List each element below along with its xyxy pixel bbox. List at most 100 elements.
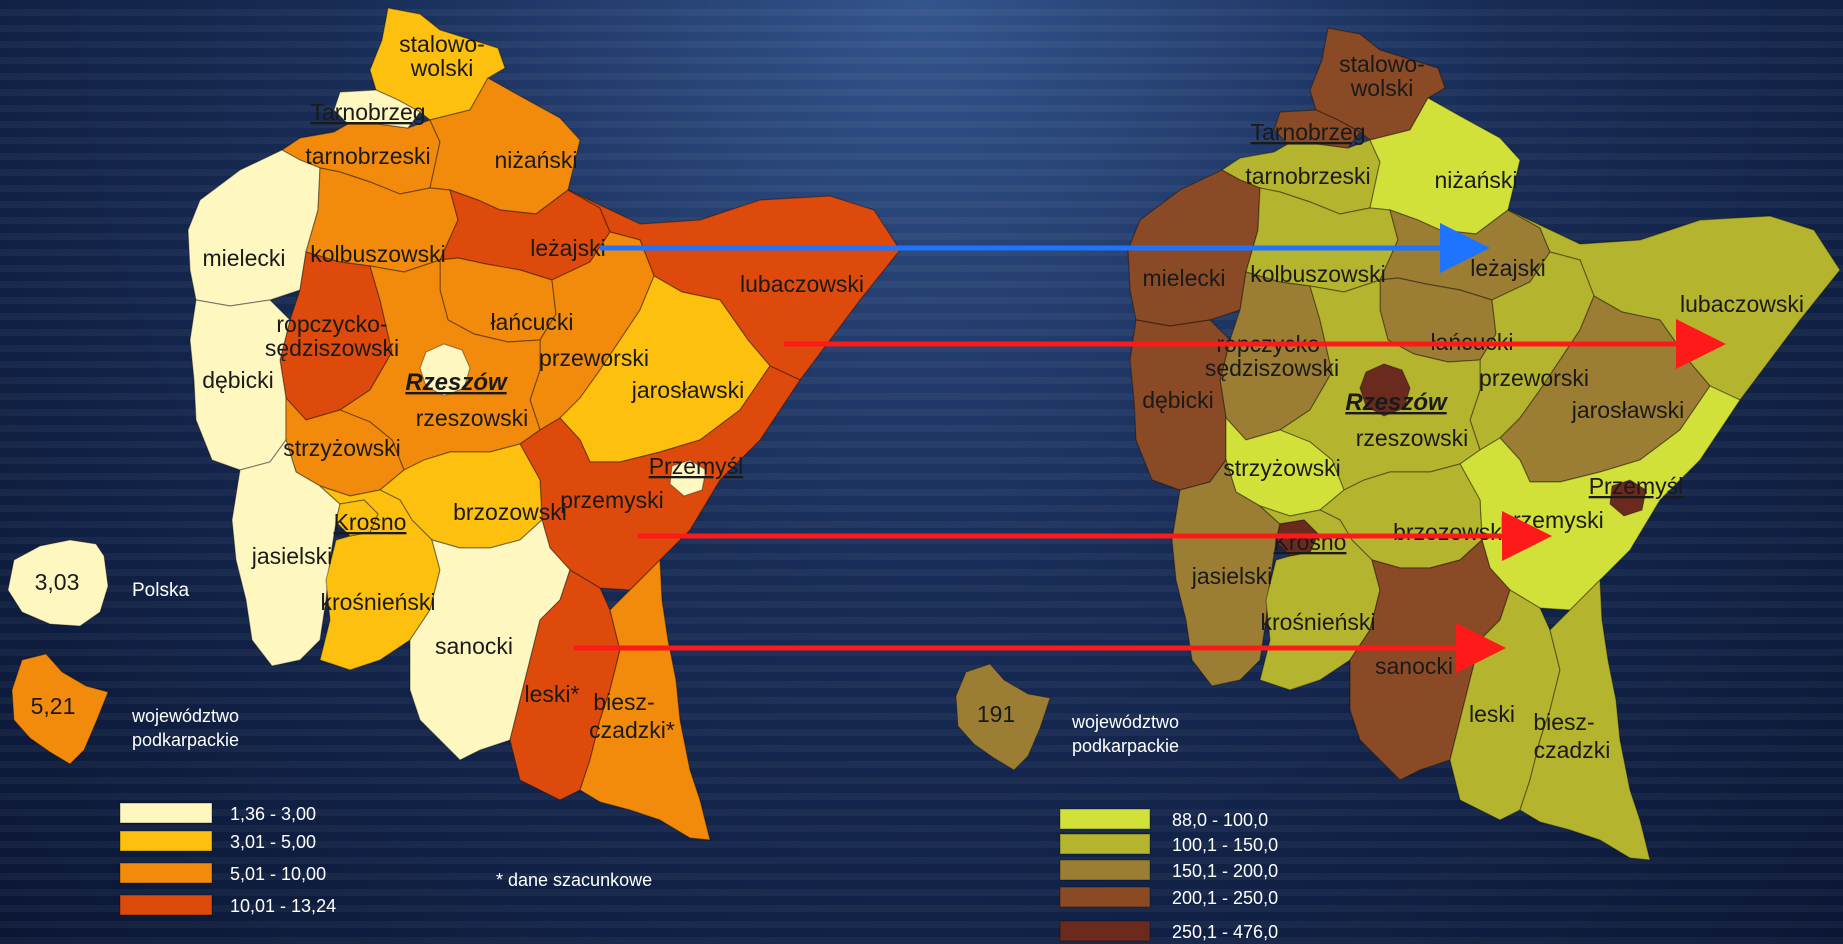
region-jasielski xyxy=(231,438,341,667)
voivodeship-value-right: 191 xyxy=(977,701,1015,727)
region-jasielski xyxy=(1171,458,1281,687)
region-label-stalowowolski: stalowo- xyxy=(1339,51,1425,77)
region-label-ropczycko: sędziszowski xyxy=(1205,355,1339,381)
region-label-mielecki: mielecki xyxy=(202,245,285,271)
voivodeship-inset-right xyxy=(955,663,1051,771)
region-label-przemyski: przemyski xyxy=(560,487,664,513)
legend-left-swatch-2 xyxy=(119,862,213,884)
legend-right-label-0: 88,0 - 100,0 xyxy=(1172,810,1268,830)
legend-left-swatch-3 xyxy=(119,894,213,916)
region-krosno xyxy=(335,499,379,537)
region-label-bieszczadzki: czadzki xyxy=(1534,737,1611,763)
region-label-strzyzowski: strzyżowski xyxy=(283,435,401,461)
legend-left-swatch-1 xyxy=(119,830,213,852)
region-label-ropczycko: ropczycko- xyxy=(276,311,387,337)
region-mielecki xyxy=(187,149,321,307)
region-label-bieszczadzki: biesz- xyxy=(593,689,654,715)
footnote-estimated: * dane szacunkowe xyxy=(496,870,652,890)
region-label-tarnobrzeski: tarnobrzeski xyxy=(305,143,430,169)
region-label-rzeszowski: rzeszowski xyxy=(416,405,528,431)
legend-left-label-0: 1,36 - 3,00 xyxy=(230,804,316,824)
region-label-leski: leski xyxy=(1469,701,1515,727)
region-tarnobrzeg xyxy=(1273,109,1361,149)
legend-right-swatch-2 xyxy=(1059,859,1151,881)
voivodeship-label-left-2: podkarpackie xyxy=(132,730,239,750)
region-label-sanocki: sanocki xyxy=(1375,653,1453,679)
region-label-rzeszowski: rzeszowski xyxy=(1356,425,1468,451)
voivodeship-label-left-1: województwo xyxy=(131,706,239,726)
legend-left-swatch-0 xyxy=(119,802,213,824)
region-label-strzyzowski: strzyżowski xyxy=(1223,455,1341,481)
region-label-debicki: dębicki xyxy=(202,367,274,393)
region-label-kolbuszowski: kolbuszowski xyxy=(1250,261,1386,287)
region-label-tarnobrzeski: tarnobrzeski xyxy=(1245,163,1370,189)
legend-right-label-4: 250,1 - 476,0 xyxy=(1172,922,1278,942)
region-label-tarnobrzeg: Tarnobrzeg xyxy=(310,99,425,125)
region-label-przemysl: Przemyśl xyxy=(649,453,744,479)
voivodeship-inset-left xyxy=(11,653,109,765)
poland-value: 3,03 xyxy=(35,569,80,595)
region-label-lubaczowski: lubaczowski xyxy=(1680,291,1804,317)
region-bieszczadzki xyxy=(579,558,711,841)
comparison-arrows xyxy=(574,223,1726,673)
region-label-przeworski: przeworski xyxy=(539,345,649,371)
region-label-krosno: Krosno xyxy=(334,509,407,535)
voivodeship-value-left: 5,21 xyxy=(31,693,76,719)
region-label-mielecki: mielecki xyxy=(1142,265,1225,291)
region-tarnobrzeg xyxy=(333,89,421,129)
region-label-lezajski: leżajski xyxy=(1470,255,1545,281)
region-label-rzeszow: Rzeszów xyxy=(405,369,508,396)
region-label-krosnienski: krośnieński xyxy=(1260,609,1375,635)
region-label-jasielski: jasielski xyxy=(1191,563,1273,589)
region-label-brzozowski: brzozowski xyxy=(1393,519,1507,545)
region-krosnienski xyxy=(1259,505,1381,691)
legend-right-swatch-3 xyxy=(1059,886,1151,908)
region-label-jasielski: jasielski xyxy=(251,543,333,569)
region-label-debicki: dębicki xyxy=(1142,387,1214,413)
region-label-stalowowolski: wolski xyxy=(410,55,474,81)
region-label-nizanski: niżański xyxy=(1434,167,1517,193)
region-label-ropczycko: sędziszowski xyxy=(265,335,399,361)
region-label-lancucki: łańcucki xyxy=(490,309,573,335)
region-label-nizanski: niżański xyxy=(494,147,577,173)
legend-right-swatch-4 xyxy=(1059,920,1151,942)
region-label-tarnobrzeg: Tarnobrzeg xyxy=(1250,119,1365,145)
region-krosnienski xyxy=(319,485,441,671)
region-label-stalowowolski: wolski xyxy=(1350,75,1414,101)
region-rzeszow xyxy=(1359,363,1411,417)
voivodeship-label-right-1: województwo xyxy=(1071,712,1179,732)
region-label-leski: leski* xyxy=(525,681,580,707)
region-label-krosnienski: krośnieński xyxy=(320,589,435,615)
region-label-rzeszow: Rzeszów xyxy=(1345,389,1448,416)
region-bieszczadzki xyxy=(1519,578,1651,861)
legend-right-swatch-0 xyxy=(1059,808,1151,830)
poland-label: Polska xyxy=(132,580,189,601)
legend-left-label-1: 3,01 - 5,00 xyxy=(230,832,316,852)
poland-inset xyxy=(7,539,109,627)
legend-right-label-3: 200,1 - 250,0 xyxy=(1172,888,1278,908)
legend-left-label-3: 10,01 - 13,24 xyxy=(230,896,336,916)
region-label-przeworski: przeworski xyxy=(1479,365,1589,391)
legend-right-label-1: 100,1 - 150,0 xyxy=(1172,835,1278,855)
insets-and-legends: 3,03 Polska 5,21 województwo podkarpackie 191… xyxy=(7,539,1278,942)
region-label-kolbuszowski: kolbuszowski xyxy=(310,241,446,267)
region-label-przemysl: Przemyśl xyxy=(1589,473,1684,499)
region-label-lezajski: leżajski xyxy=(530,235,605,261)
region-label-sanocki: sanocki xyxy=(435,633,513,659)
region-label-bieszczadzki: czadzki* xyxy=(589,717,675,743)
region-przemysl xyxy=(1609,479,1647,517)
region-label-krosno: Krosno xyxy=(1274,529,1347,555)
region-label-stalowowolski: stalowo- xyxy=(399,31,485,57)
region-rzeszow xyxy=(419,343,471,397)
region-label-jaroslawski: jarosławski xyxy=(631,377,744,403)
voivodeship-label-right-2: podkarpackie xyxy=(1072,736,1179,756)
region-label-bieszczadzki: biesz- xyxy=(1533,709,1594,735)
region-label-jaroslawski: jarosławski xyxy=(1571,397,1684,423)
region-label-lubaczowski: lubaczowski xyxy=(740,271,864,297)
legend-right-swatch-1 xyxy=(1059,833,1151,855)
legend-right-label-2: 150,1 - 200,0 xyxy=(1172,861,1278,881)
region-przemysl xyxy=(669,459,707,497)
